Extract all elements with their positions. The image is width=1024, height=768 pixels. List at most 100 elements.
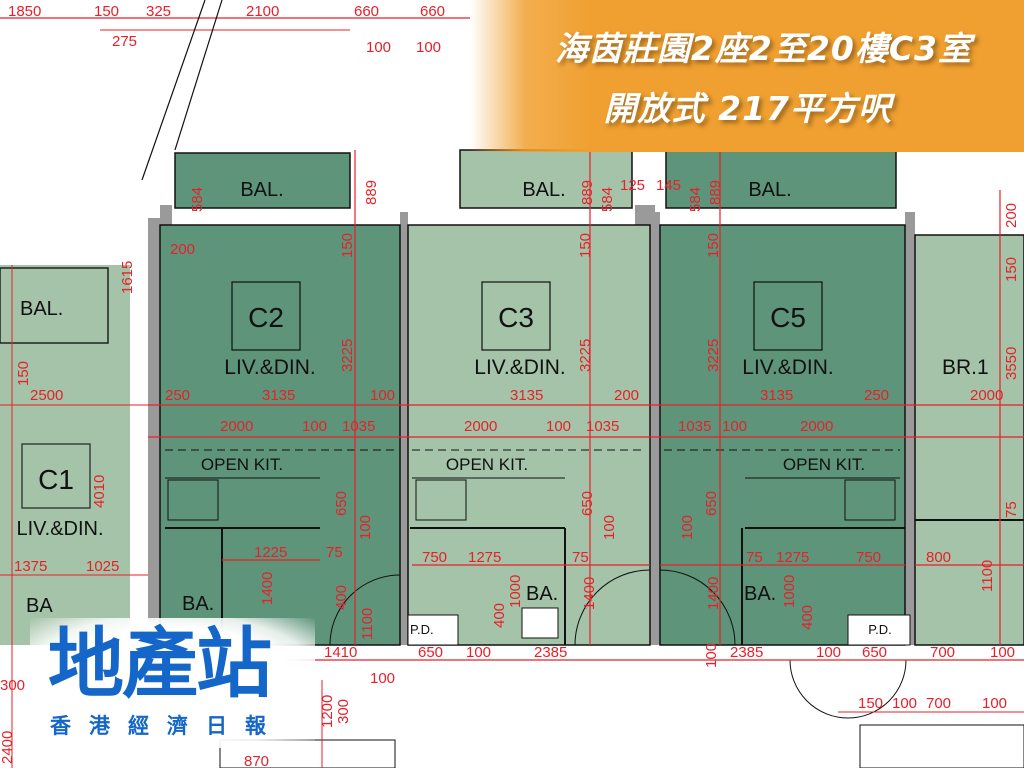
dim-label: 400 [333, 585, 350, 610]
c1-bath-label: BA [26, 595, 53, 617]
dim-label: 1000 [781, 575, 798, 608]
c1-balcony-label: BAL. [20, 298, 63, 320]
dim-label: 100 [302, 418, 327, 435]
dim-label: 660 [420, 3, 445, 20]
dim-label: 2385 [730, 644, 763, 661]
c2-balcony-label: BAL. [240, 179, 283, 201]
dim-label: 650 [333, 491, 350, 516]
dim-label: 150 [15, 361, 32, 386]
unit-c5 [659, 224, 906, 646]
dim-label: 870 [244, 753, 269, 768]
logo-name: 地產站 [48, 619, 272, 708]
dim-label: 584 [599, 187, 616, 212]
dim-label: 1100 [979, 560, 996, 592]
dim-label: 3135 [262, 387, 295, 404]
c3-dimensions: 889 584 150 3225 3135 200 2000 100 1035 … [418, 177, 645, 661]
dim-label: 800 [926, 549, 951, 566]
br1-dimensions: 200 150 3550 2000 800 1100 100 75 150 10… [858, 203, 1020, 712]
dim-label: 100 [466, 644, 491, 661]
dim-label: 2385 [534, 644, 567, 661]
c2-balcony [174, 152, 351, 209]
dim-label: 650 [703, 491, 720, 516]
dim-label: 145 [656, 177, 681, 194]
dim-label: 75 [326, 544, 343, 561]
dim-label: 1615 [119, 261, 136, 294]
c3-bath-label: BA. [526, 583, 558, 605]
banner-subtitle: 開放式 217平方呎 [603, 89, 892, 128]
dim-label: 300 [0, 677, 25, 694]
dim-label: 325 [146, 3, 171, 20]
dim-label: 75 [746, 549, 763, 566]
dim-label: 2000 [220, 418, 253, 435]
dim-label: 100 [601, 515, 618, 540]
c5-dimensions: 145 584 889 150 3225 3135 250 1035 100 2… [656, 177, 955, 668]
dim-label: 1035 [586, 418, 619, 435]
dim-label: 700 [930, 644, 955, 661]
c1-unit-label: C1 [38, 464, 74, 495]
wall [400, 212, 408, 645]
dim-label: 100 [366, 39, 391, 56]
dim-label: 2000 [970, 387, 1003, 404]
c1-room-label: LIV.&DIN. [16, 518, 103, 540]
dim-label: 3135 [510, 387, 543, 404]
dim-label: 3225 [705, 339, 722, 372]
c3-kitchen-label: OPEN KIT. [446, 455, 528, 474]
dim-label: 100 [546, 418, 571, 435]
dim-label: 3225 [577, 339, 594, 372]
dim-label: 75 [572, 549, 589, 566]
dim-label: 150 [705, 233, 722, 258]
dim-label: 1375 [14, 558, 47, 575]
banner-title: 海茵莊園2座2至20樓C3室 [554, 29, 972, 68]
dim-label: 3135 [760, 387, 793, 404]
c3-balcony-label: BAL. [522, 179, 565, 201]
dim-label: 750 [856, 549, 881, 566]
dim-label: 100 [370, 387, 395, 404]
dim-label: 300 [335, 699, 352, 724]
dim-label: 2100 [246, 3, 279, 20]
wall [650, 212, 660, 645]
dim-label: 1850 [8, 3, 41, 20]
dim-label: 650 [579, 491, 596, 516]
dim-label: 75 [1003, 501, 1020, 518]
c5-balcony-label: BAL. [748, 179, 791, 201]
c5-bath-label: BA. [744, 583, 776, 605]
wall [148, 218, 160, 645]
dim-label: 150 [577, 233, 594, 258]
dim-label: 100 [892, 695, 917, 712]
c3-unit-label: C3 [498, 302, 534, 333]
dim-label: 1035 [342, 418, 375, 435]
dim-label: 150 [94, 3, 119, 20]
bottom-dimensions: 1200 300 870 2400 [0, 695, 352, 768]
dim-label: 250 [864, 387, 889, 404]
dim-label: 400 [491, 603, 508, 628]
logo-tagline: 香港經濟日報 [50, 714, 284, 738]
dim-label: 889 [707, 180, 724, 205]
dim-label: 1400 [705, 577, 722, 610]
dim-label: 100 [679, 515, 696, 540]
dim-label: 100 [816, 644, 841, 661]
dim-label: 1025 [86, 558, 119, 575]
c2-kitchen-label: OPEN KIT. [201, 455, 283, 474]
dim-label: 1410 [324, 644, 357, 661]
dim-label: 100 [357, 515, 374, 540]
dim-label: 584 [687, 187, 704, 212]
logo: 地產站 香港經濟日報 [30, 618, 315, 748]
unit-br1 [914, 234, 1024, 646]
dim-label: 2000 [800, 418, 833, 435]
dim-label: 2500 [30, 387, 63, 404]
dim-label: 250 [165, 387, 190, 404]
c3-balcony [459, 149, 633, 209]
dim-label: 100 [990, 644, 1015, 661]
dim-label: 100 [370, 670, 395, 687]
dim-label: 1035 [678, 418, 711, 435]
dim-label: 3550 [1003, 347, 1020, 380]
c3-room-label: LIV.&DIN. [474, 356, 565, 379]
dim-label: 200 [170, 241, 195, 258]
dim-label: 200 [1003, 203, 1020, 228]
dim-label: 1200 [319, 695, 336, 728]
dim-label: 750 [422, 549, 447, 566]
c1-balcony [0, 267, 109, 344]
dim-label: 889 [579, 180, 596, 205]
dim-label: 2000 [464, 418, 497, 435]
